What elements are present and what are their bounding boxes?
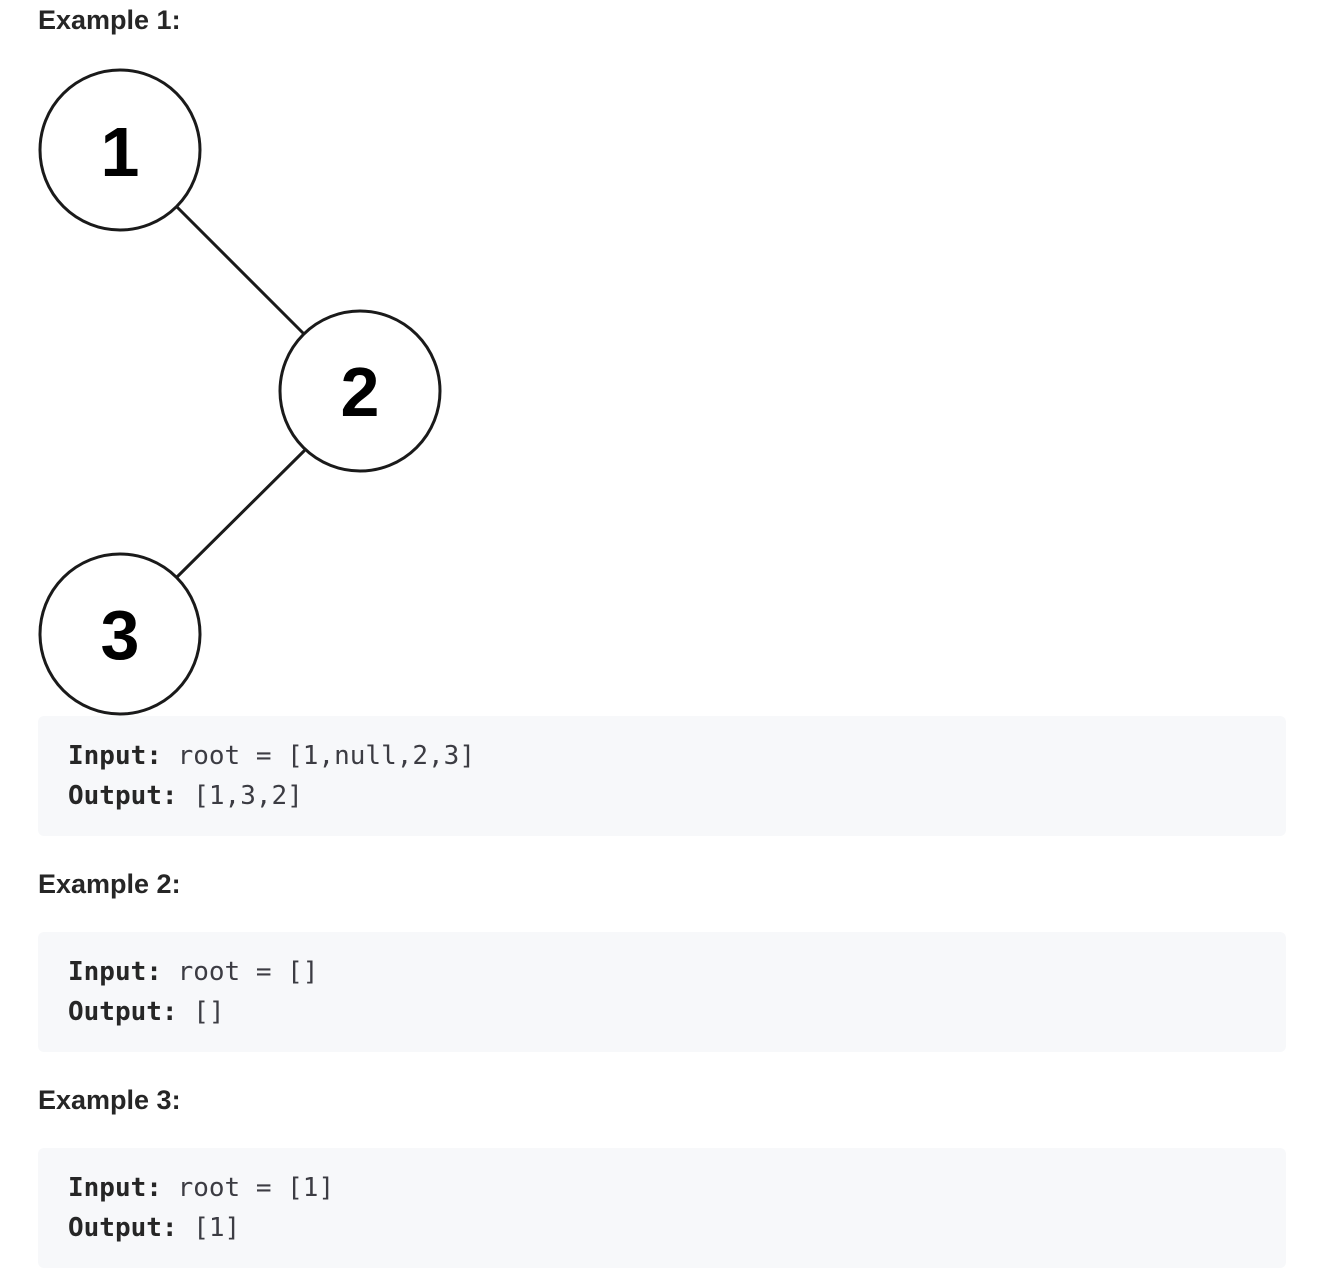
output-value: [1]: [177, 1213, 241, 1243]
example-3-input-line: Input: root = [1]: [68, 1168, 1256, 1208]
output-value: [1,3,2]: [177, 781, 303, 811]
tree-edge-1-2: [175, 205, 306, 336]
output-label: Output:: [68, 997, 178, 1027]
input-value: root = [1,null,2,3]: [161, 741, 475, 771]
svg-text:2: 2: [341, 353, 380, 431]
example-1-code-block: Input: root = [1,null,2,3] Output: [1,3,…: [38, 716, 1286, 836]
example-3-output-line: Output: [1]: [68, 1208, 1256, 1248]
example-2-output-line: Output: []: [68, 992, 1256, 1032]
tree-node-1: 1: [38, 68, 202, 232]
tree-edge-2-3: [175, 449, 306, 579]
svg-text:1: 1: [101, 113, 140, 191]
example-3-heading: Example 3:: [38, 1085, 181, 1115]
tree-node-3: 3: [38, 552, 202, 716]
example-2-heading: Example 2:: [38, 869, 181, 899]
input-value: root = [1]: [161, 1173, 335, 1203]
example-1-input-line: Input: root = [1,null,2,3]: [68, 736, 1256, 776]
example-3-code-block: Input: root = [1] Output: [1]: [38, 1148, 1286, 1268]
tree-node-2: 2: [278, 309, 442, 473]
output-label: Output:: [68, 1213, 178, 1243]
output-label: Output:: [68, 781, 178, 811]
input-label: Input:: [68, 957, 162, 987]
svg-text:3: 3: [101, 596, 140, 674]
input-label: Input:: [68, 1173, 162, 1203]
output-value: []: [177, 997, 225, 1027]
input-label: Input:: [68, 741, 162, 771]
example-2-input-line: Input: root = []: [68, 952, 1256, 992]
example-1-heading: Example 1:: [38, 5, 181, 35]
binary-tree-diagram: 1 2 3: [38, 68, 442, 716]
example-2-code-block: Input: root = [] Output: []: [38, 932, 1286, 1052]
example-1-output-line: Output: [1,3,2]: [68, 776, 1256, 816]
input-value: root = []: [161, 957, 319, 987]
